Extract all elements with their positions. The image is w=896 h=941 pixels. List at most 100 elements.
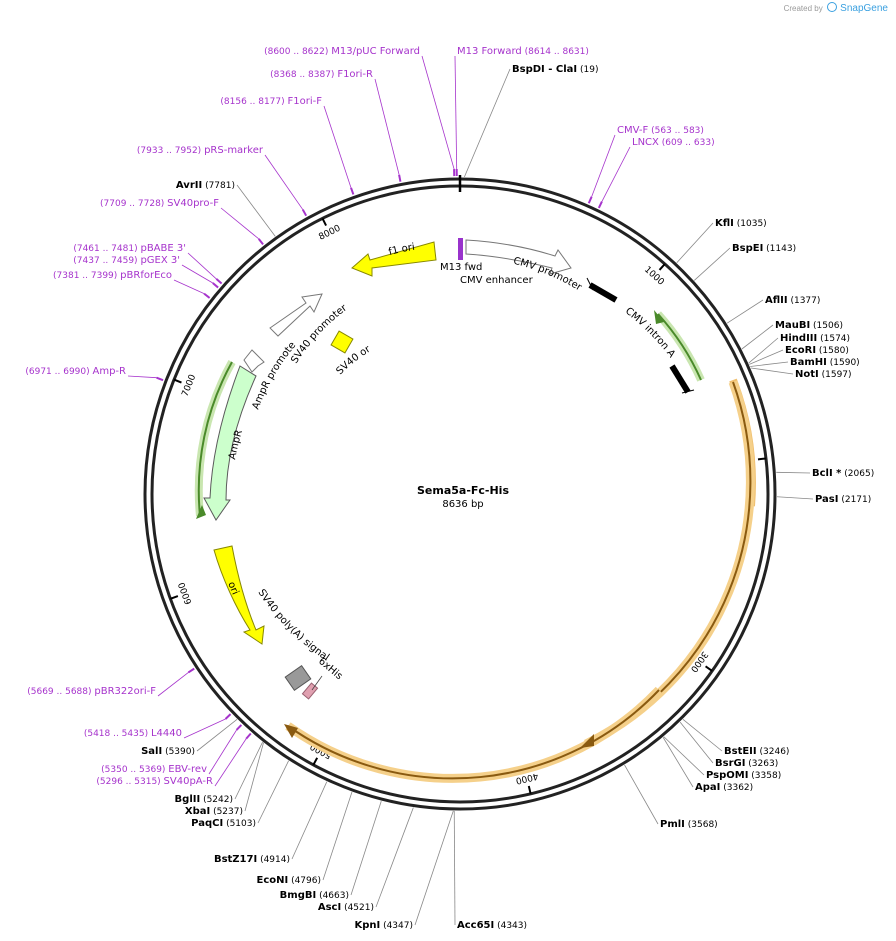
enzyme-site-label: EcoNI (4796) [256,875,321,886]
primer-label: (5350 .. 5369) EBV-rev [101,764,207,775]
cmv-intron-a-cap-start [586,277,594,291]
enzyme-position: (7781) [202,181,235,191]
enzyme-leader-line [693,247,731,281]
primer-range: (5669 .. 5688) [27,687,94,697]
primer-range: (8156 .. 8177) [220,97,287,107]
enzyme-position: (4521) [341,903,374,913]
primer-leader-line [214,738,247,787]
enzyme-position: (1580) [816,346,849,356]
primer-site-mark [203,292,211,299]
enzyme-leader-line [741,324,774,350]
enzyme-name: EcoNI [256,875,288,886]
enzyme-leader-line [375,807,414,908]
enzyme-site-label: BstEII (3246) [724,746,789,757]
enzyme-position: (1035) [734,219,767,229]
primer-leader-line [173,279,205,295]
primer-label: M13 Forward (8614 .. 8631) [457,46,589,57]
cmv-intron-a-cap-end [681,389,695,394]
primer-name: pGEX 3' [140,255,180,266]
primer-name: L4440 [151,728,182,739]
enzyme-leader-line [234,741,263,800]
primer-site-mark [597,201,603,209]
enzyme-site-label: SalI (5390) [141,746,195,757]
enzyme-leader-line [776,471,811,474]
enzyme-name: PspOMI [706,770,748,781]
snapgene-logo-icon [826,2,837,12]
primer-range: (7933 .. 7952) [137,146,204,156]
tick-mark [321,217,327,226]
credit-prefix: Created by [783,4,823,13]
primer-range: (5350 .. 5369) [101,765,168,775]
enzyme-leader-line [748,337,779,364]
enzyme-site-label: NotI (1597) [795,369,852,380]
feature-label-ori: ori [225,580,240,596]
primer-label: (8156 .. 8177) F1ori-F [220,96,322,107]
enzyme-leader-line [679,721,714,764]
primer-label: LNCX (609 .. 633) [632,137,715,148]
enzyme-position: (4914) [257,855,290,865]
enzyme-leader-line [464,68,511,178]
enzyme-name-extra: - ClaI [545,64,577,75]
green-feature-arc-right-core [657,313,702,381]
enzyme-site-label: PmlI (3568) [660,819,718,830]
tick-label: 7000 [180,373,198,398]
enzyme-site-label: BmgBI (4663) [280,890,349,901]
enzyme-site-label: AscI (4521) [318,902,374,913]
enzyme-position: (3246) [757,747,790,757]
primer-leader-line [421,55,455,170]
sv40-ori-feature [330,330,354,354]
primer-range: (7709 .. 7728) [100,199,167,209]
primer-range: (8600 .. 8622) [264,47,331,57]
enzyme-position: (5390) [162,747,195,757]
cmv-intron-a-start [588,282,618,303]
primer-range: (5418 .. 5435) [84,729,151,739]
enzyme-position: (3358) [748,771,781,781]
enzyme-site-label: BsrGI (3263) [715,758,778,769]
primer-leader-line [220,207,259,240]
enzyme-site-label: HindIII (1574) [780,333,850,344]
enzyme-position: (1377) [788,296,821,306]
snapgene-credit: Created by SnapGene [784,2,888,14]
enzyme-site-label: PaqCI (5103) [191,818,256,829]
primer-site-mark [350,187,355,195]
primer-leader-line [157,672,189,697]
primer-range: (8368 .. 8387) [270,70,337,80]
enzyme-leader-line [749,349,784,365]
primer-label: (5296 .. 5315) SV40pA-R [96,776,213,787]
ori-feature [213,545,265,645]
enzyme-site-label: PasI (2171) [815,494,871,505]
enzyme-site-label: KflI (1035) [715,218,767,229]
sv40-polya-signal-feature [284,665,312,691]
enzyme-leader-line [196,719,238,752]
enzyme-name: BclI * [812,468,842,479]
primer-name: Amp-R [93,366,127,377]
primer-range: (6971 .. 6990) [25,367,92,377]
enzyme-name: Acc65I [457,920,494,931]
enzyme-leader-line [350,800,382,896]
enzyme-position: (5242) [200,795,233,805]
his-tag-leader [311,675,323,691]
enzyme-name: AscI [318,902,341,913]
enzyme-position: (1143) [763,244,796,254]
enzyme-leader-line [244,742,264,812]
enzyme-name: XbaI [185,806,210,817]
feature-label-sv40-polya-signal: SV40 poly(A) signal [255,587,331,663]
orange-arrowhead-right [580,734,594,748]
primer-name: SV40pro-F [167,198,219,209]
orange-feature-arc-bottom-core [287,689,660,780]
feature-label-cmv-enhancer: CMV enhancer [460,275,534,286]
enzyme-name: BamHI [790,357,827,368]
plasmid-size: 8636 bp [442,499,483,510]
primer-label: (7437 .. 7459) pGEX 3' [73,255,180,266]
enzyme-site-label: BspDI - ClaI (19) [512,64,598,75]
leader-lines [127,55,814,926]
primer-site-mark [257,238,264,245]
enzyme-site-label: BstZ17I (4914) [214,854,290,865]
enzyme-position: (3362) [720,783,753,793]
primer-label: (6971 .. 6990) Amp-R [25,366,126,377]
ampr-promoter-feature [243,349,265,373]
primer-leader-line [454,55,458,170]
enzyme-name: BspDI [512,64,545,75]
green-arrowhead-right [654,310,664,324]
primer-name: pRS-marker [204,145,264,156]
